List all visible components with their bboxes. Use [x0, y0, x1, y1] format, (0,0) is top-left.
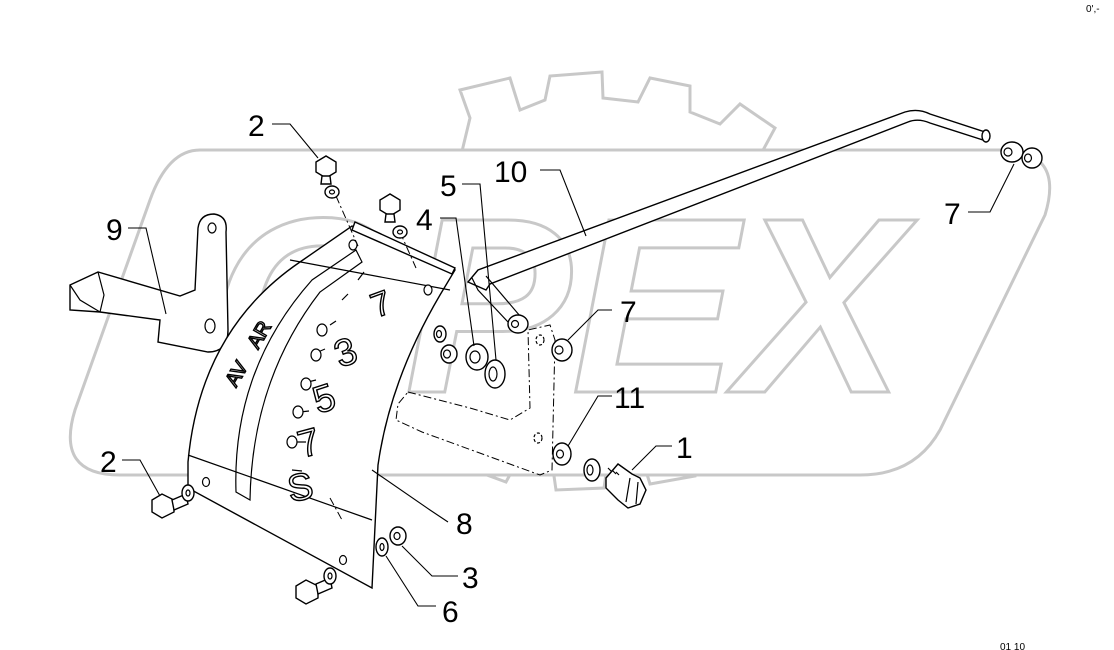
mounting-bracket-outline [329, 195, 556, 521]
callout-1: 1 [676, 432, 693, 465]
callout-11: 11 [614, 382, 645, 415]
rod-part-10 [466, 109, 991, 323]
spacer-part-7-mid [551, 338, 573, 362]
selector-plate-part-8: 7 3 5 7 S AV AR [187, 221, 457, 590]
callout-10: 10 [494, 156, 527, 189]
bolt-part-2-bottom [151, 484, 195, 519]
washer-part-1 [583, 458, 601, 482]
bolt-part-2-top [315, 155, 340, 199]
footer-code: 01 10 [1000, 642, 1025, 650]
lever-bracket-part-9 [69, 213, 229, 353]
spacer-part-11 [552, 442, 572, 466]
small-nut-left [433, 325, 458, 364]
callout-7-right: 7 [944, 198, 961, 231]
callout-2-bottom: 2 [100, 446, 117, 479]
bolt-small-upper [379, 193, 408, 239]
leader-lines [122, 123, 1015, 607]
corner-mark: 0',- [1086, 4, 1100, 15]
washer-part-5 [484, 359, 506, 389]
spacer-part-7-rod [507, 314, 529, 334]
callout-labels: 2 9 5 10 4 7 7 11 1 2 8 3 6 [100, 110, 961, 629]
callout-8: 8 [456, 508, 473, 541]
bolt-part-1 [605, 463, 647, 509]
callout-6: 6 [442, 596, 459, 629]
callout-7-mid: 7 [620, 296, 637, 329]
callout-4: 4 [416, 204, 433, 237]
callout-9: 9 [106, 214, 123, 247]
bolt-lower-left [295, 567, 337, 605]
spacer-pair-top-right [1000, 141, 1043, 169]
callout-5: 5 [440, 170, 457, 203]
nut-part-3 [389, 526, 407, 546]
callout-3: 3 [462, 562, 479, 595]
callout-2-top: 2 [248, 110, 265, 143]
nut-part-4 [465, 343, 489, 371]
washer-part-6 [375, 537, 389, 557]
